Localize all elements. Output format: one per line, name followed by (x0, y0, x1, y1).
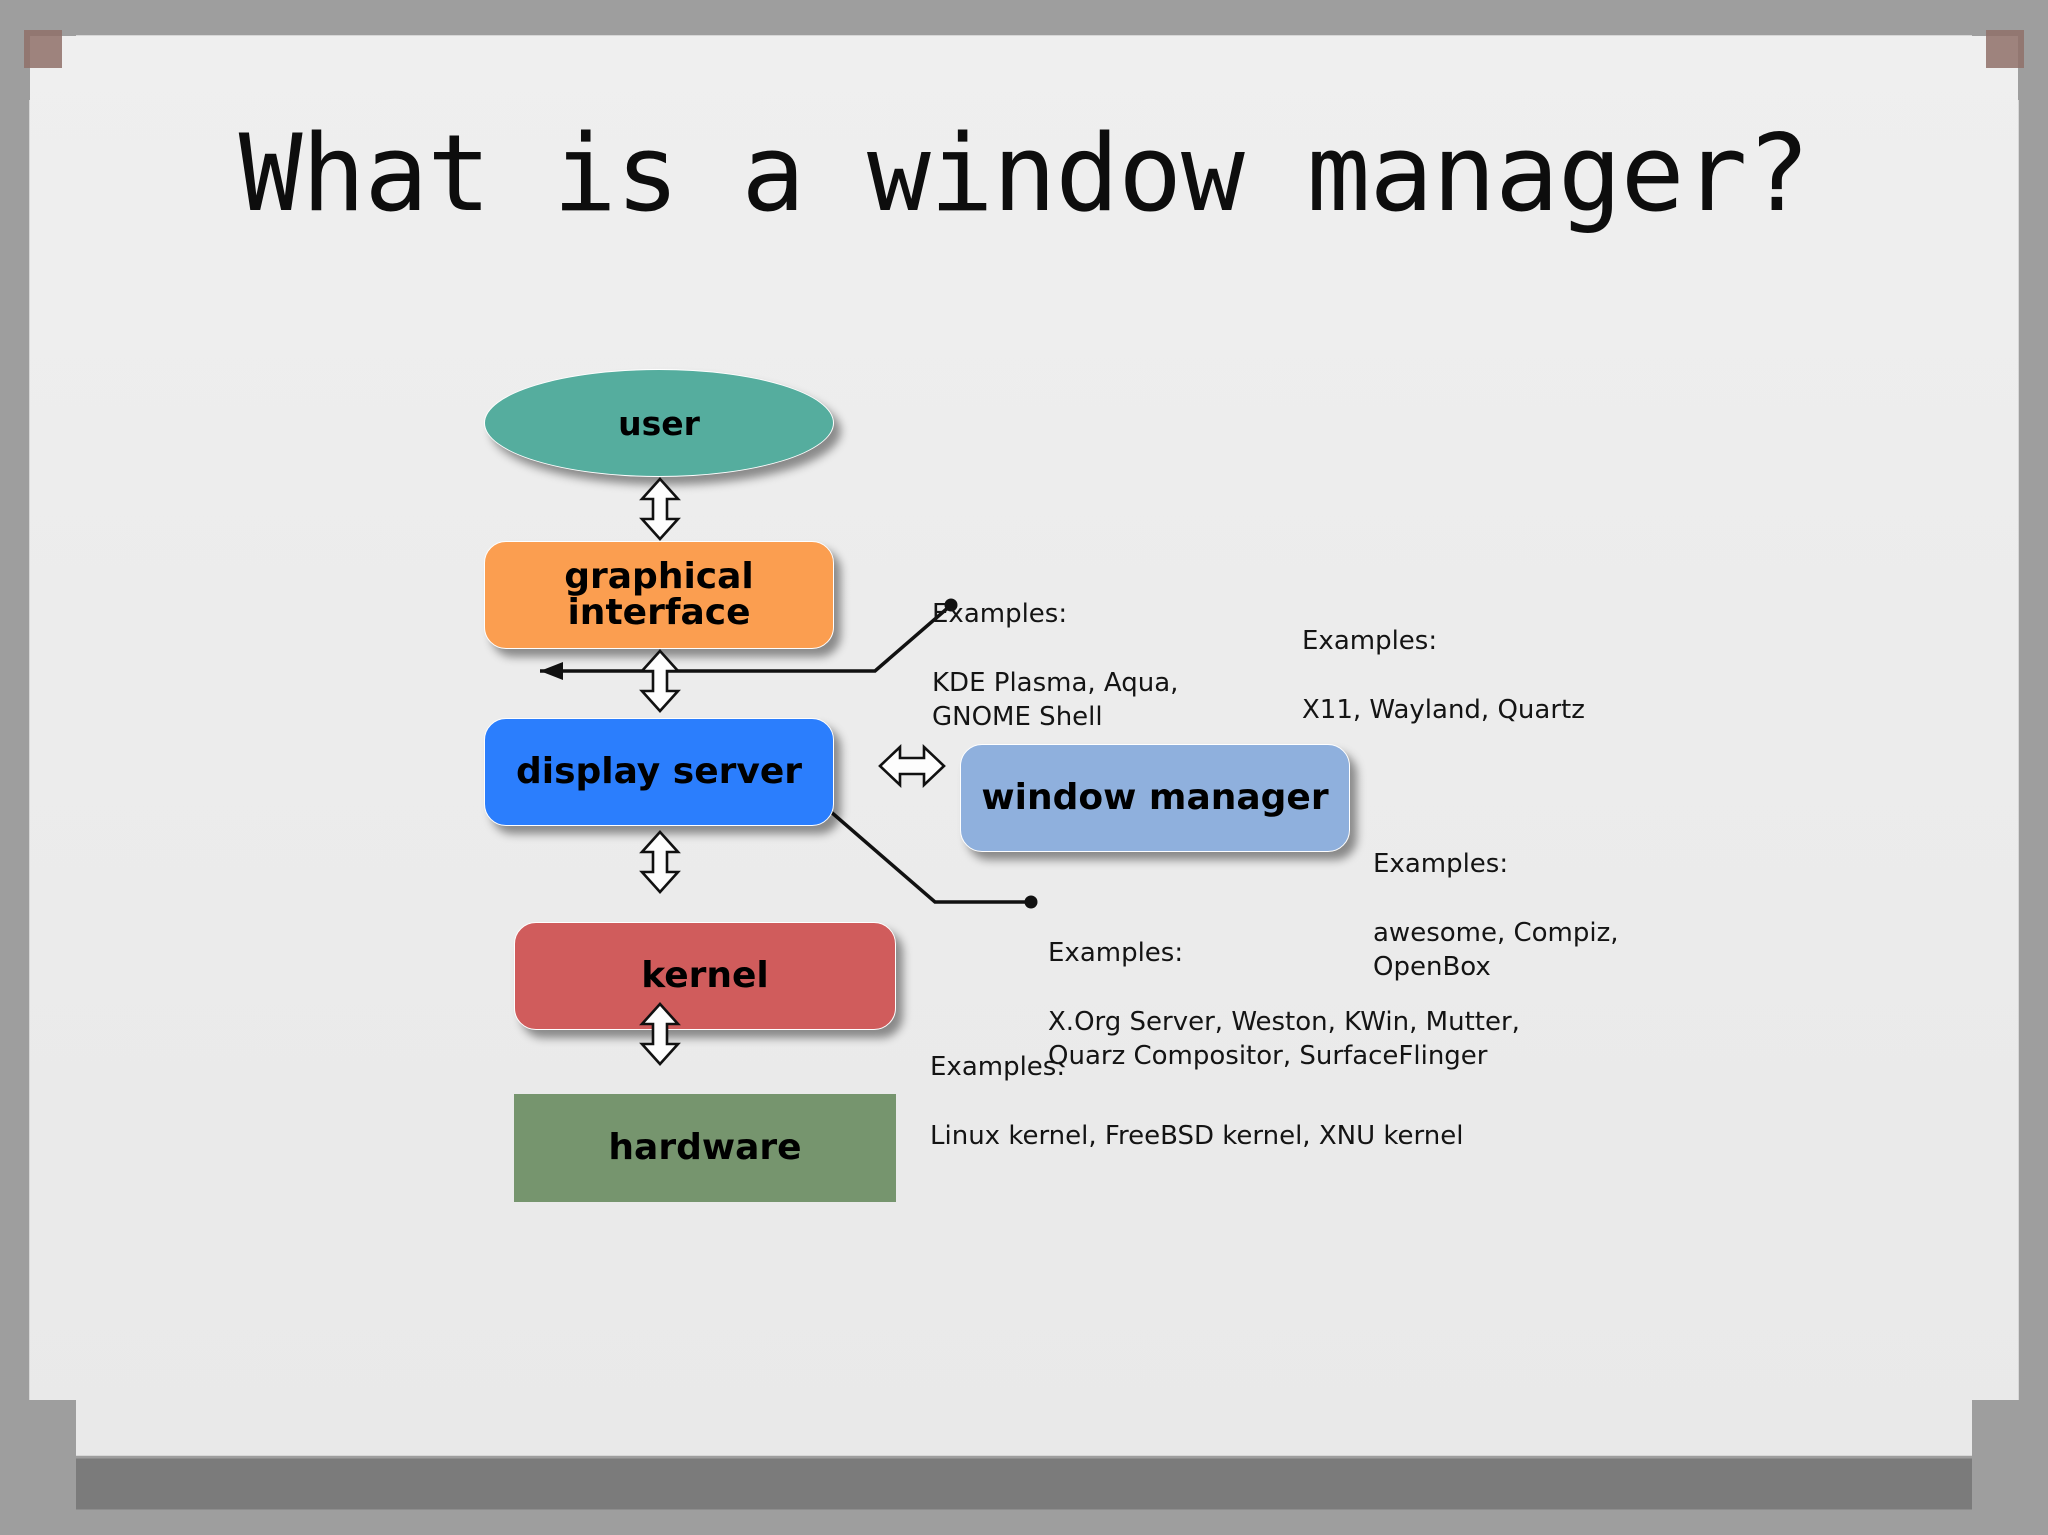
callout-heading: Examples: (930, 1052, 1066, 1083)
page-title: What is a window manager? (238, 112, 1810, 235)
slide-content: What is a window manager? user graphical… (30, 36, 2018, 1455)
diagram-node-graphical-interface[interactable]: graphical interface (484, 541, 834, 649)
node-label-window-manager: window manager (981, 777, 1329, 818)
node-label-kernel: kernel (641, 955, 769, 996)
resize-handle-top-left[interactable] (24, 30, 62, 68)
connector-graphical-interface-to-display-server[interactable] (638, 649, 682, 713)
callout-body: X11, Wayland, Quartz (1302, 694, 1585, 725)
connector-display-server-to-window-manager[interactable] (878, 742, 946, 790)
callout-kernel-examples: Examples: Linux kernel, FreeBSD kernel, … (930, 1016, 1463, 1188)
callout-display-server-examples: Examples: X.Org Server, Weston, KWin, Mu… (1048, 902, 1520, 1108)
frame-notch (1972, 1400, 2048, 1535)
node-label-user: user (618, 403, 700, 443)
diagram-node-kernel[interactable]: kernel (514, 922, 896, 1030)
node-label-graphical-interface: graphical interface (564, 556, 754, 633)
slide-canvas[interactable]: What is a window manager? user graphical… (30, 36, 2018, 1455)
node-label-hardware: hardware (608, 1127, 802, 1168)
callout-window-manager-examples: Examples: awesome, Compiz, OpenBox (1373, 813, 1619, 1019)
callout-body: Linux kernel, FreeBSD kernel, XNU kernel (930, 1120, 1464, 1151)
callout-heading: Examples: (1048, 938, 1184, 969)
diagram-node-window-manager[interactable]: window manager (960, 744, 1350, 852)
frame-notch (0, 1400, 76, 1535)
callout-heading: Examples: (932, 599, 1068, 630)
connector-kernel-to-hardware[interactable] (638, 1002, 682, 1066)
callout-display-protocol-examples: Examples: X11, Wayland, Quartz (1302, 590, 1585, 762)
callout-heading: Examples: (1373, 849, 1509, 880)
diagram-node-user[interactable]: user (484, 369, 834, 477)
callout-body: X.Org Server, Weston, KWin, Mutter, Quar… (1048, 1006, 1520, 1072)
callout-graphical-interface-examples: Examples: KDE Plasma, Aqua, GNOME Shell (932, 563, 1178, 769)
callout-heading: Examples: (1302, 626, 1438, 657)
connector-user-to-graphical-interface[interactable] (638, 477, 682, 541)
callout-body: KDE Plasma, Aqua, GNOME Shell (932, 667, 1179, 733)
diagram-node-hardware[interactable]: hardware (514, 1094, 896, 1202)
connector-display-server-to-kernel[interactable] (638, 830, 682, 894)
footer-bar (30, 1459, 2018, 1509)
resize-handle-top-right[interactable] (1986, 30, 2024, 68)
callout-body: awesome, Compiz, OpenBox (1373, 917, 1619, 983)
node-label-display-server: display server (515, 751, 803, 792)
diagram-node-display-server[interactable]: display server (484, 718, 834, 826)
